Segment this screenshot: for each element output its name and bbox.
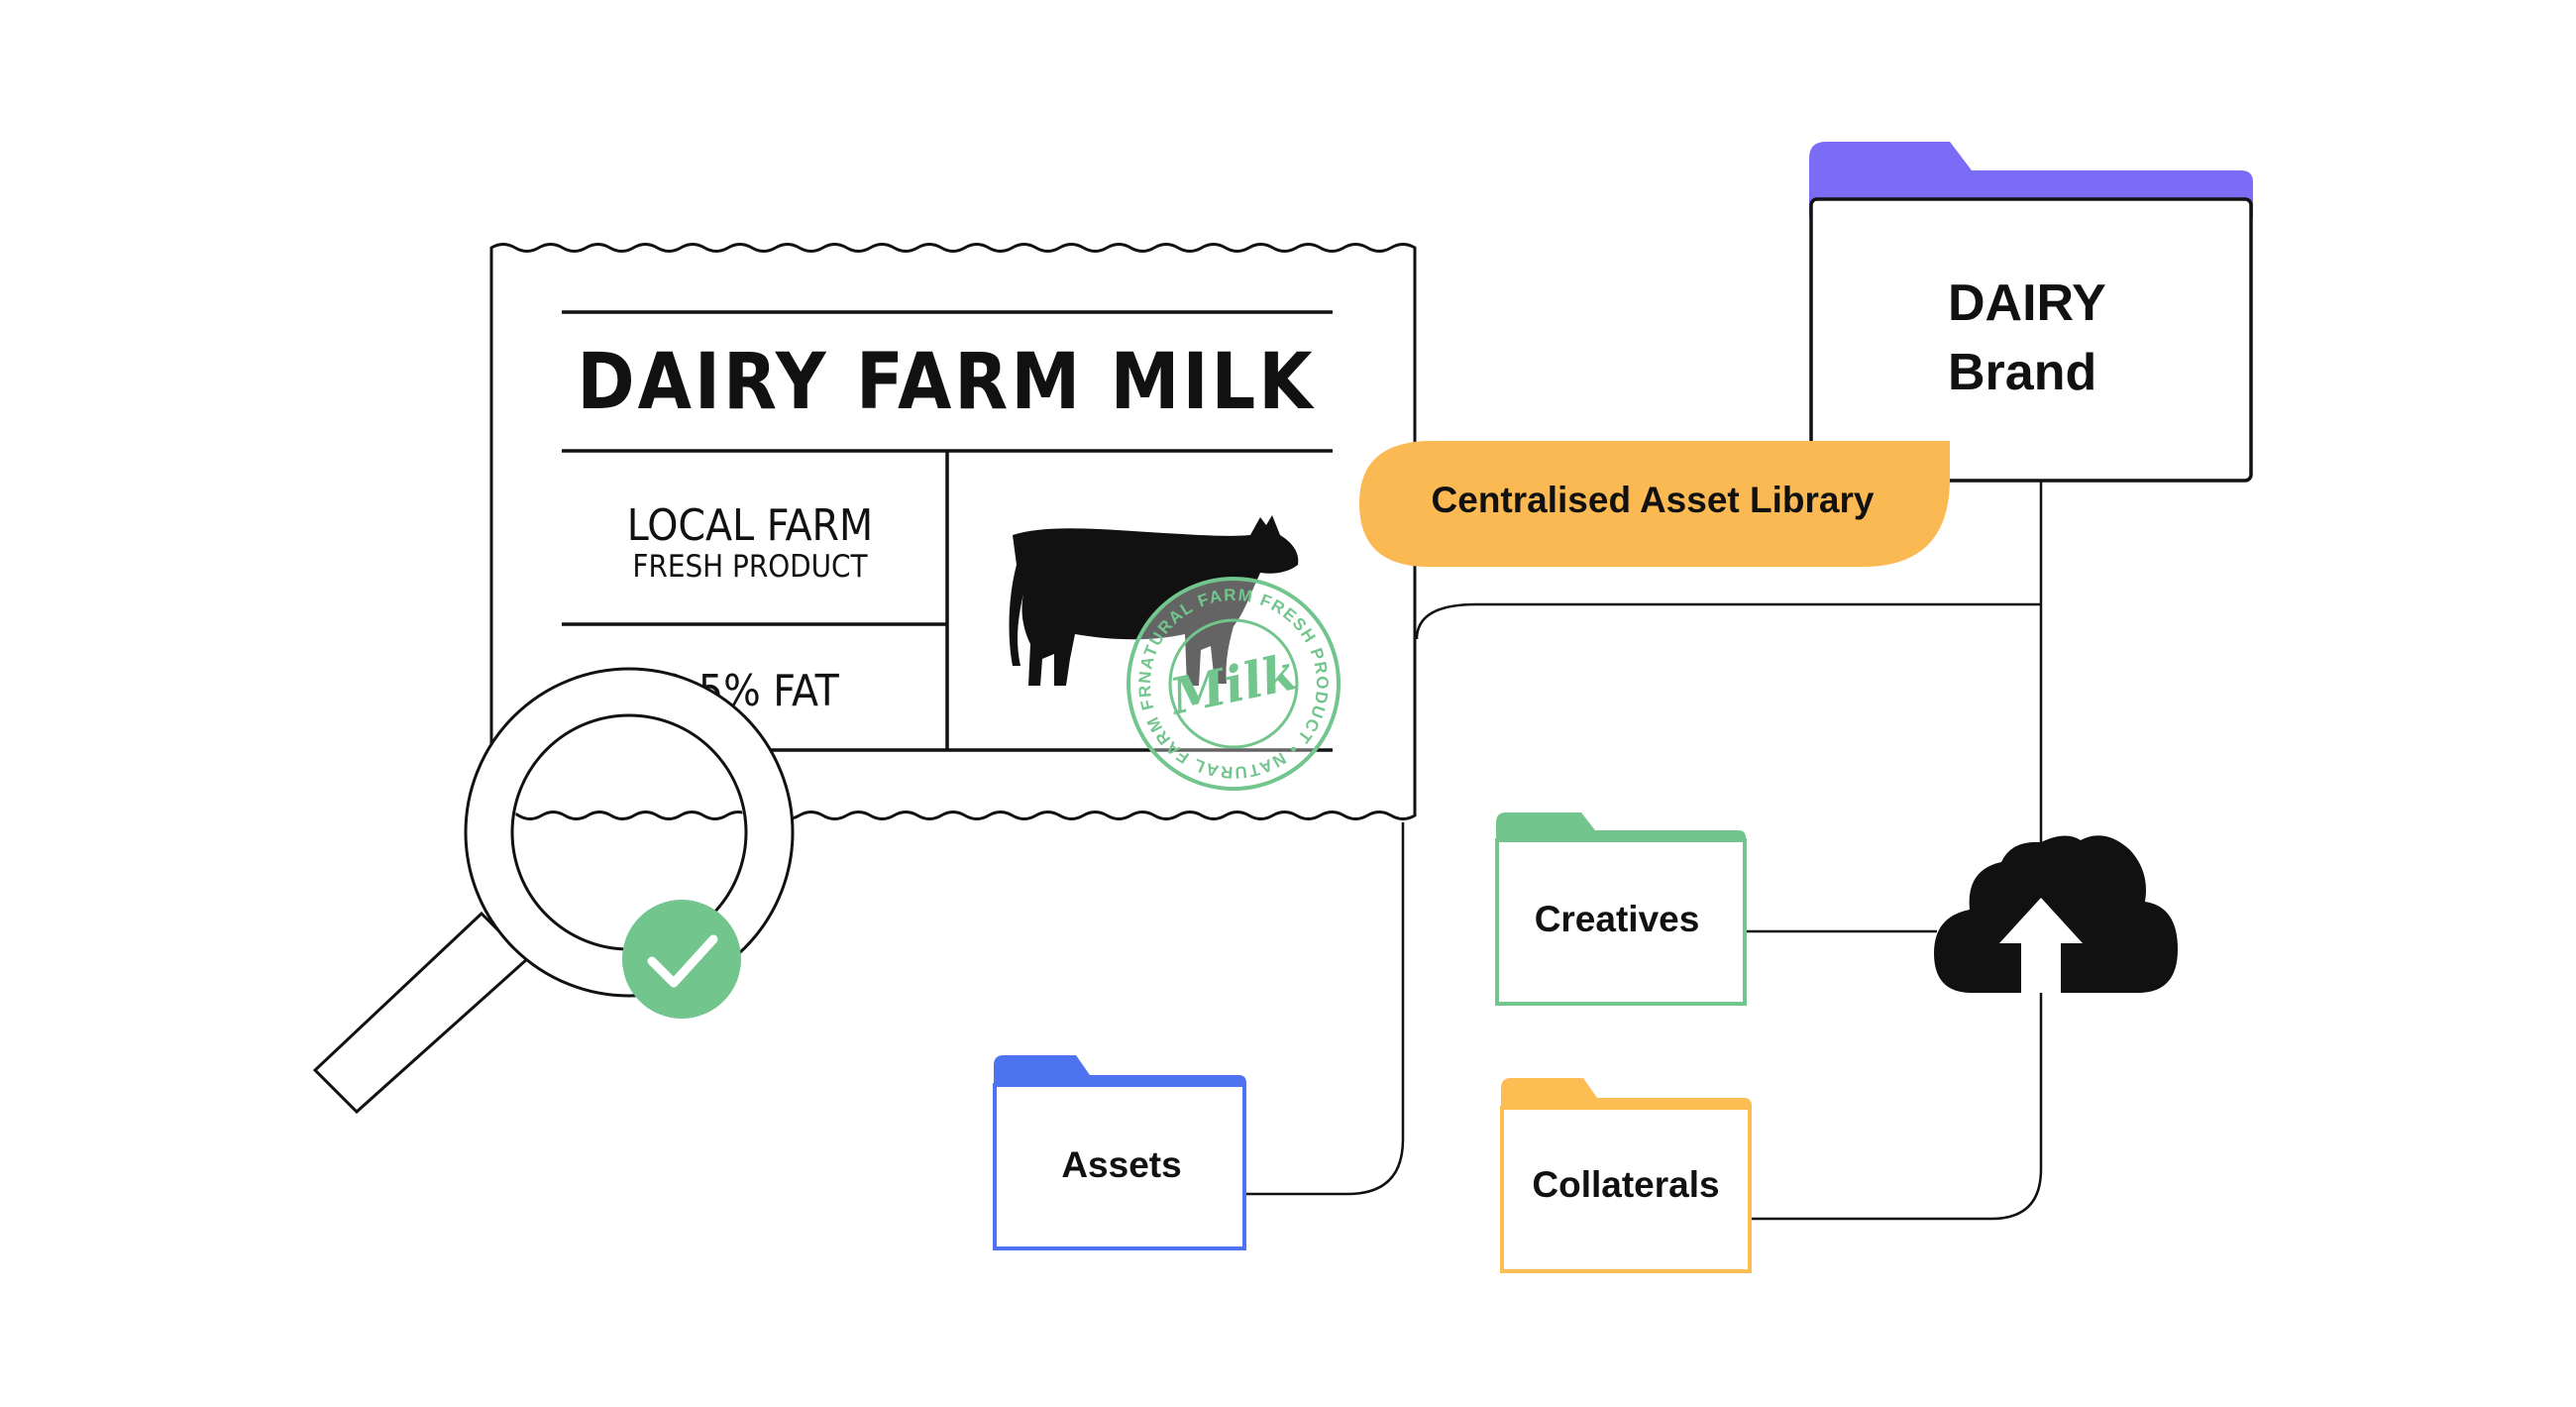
magnifier-handle — [312, 911, 530, 1115]
brand-folder-line1: DAIRY — [1948, 274, 2106, 332]
creatives-folder[interactable]: Creatives — [1495, 812, 1747, 1006]
collaterals-folder-label: Collaterals — [1532, 1164, 1719, 1205]
label-local-farm: LOCAL FARM — [627, 500, 873, 551]
library-pill[interactable]: Centralised Asset Library — [1359, 441, 1950, 567]
creatives-folder-label: Creatives — [1535, 899, 1700, 939]
brand-folder-line2: Brand — [1948, 344, 2096, 401]
library-pill-label: Centralised Asset Library — [1432, 480, 1875, 520]
label-fresh-product: FRESH PRODUCT — [632, 549, 868, 585]
brand-folder-body — [1809, 197, 2253, 483]
connector-label-to-assets — [1246, 822, 1405, 1196]
library-pill-shape — [1359, 441, 1950, 567]
assets-folder[interactable]: Assets — [993, 1055, 1246, 1250]
collaterals-folder-body — [1500, 1106, 1752, 1273]
connector-label-to-brand — [1415, 602, 2041, 640]
assets-folder-label: Assets — [1061, 1144, 1181, 1185]
connector-lines — [1246, 481, 2043, 1221]
connector-cloud-to-collaterals — [1752, 991, 2043, 1221]
cow-icon — [1009, 515, 1299, 686]
label-title: DAIRY FARM MILK — [577, 338, 1315, 427]
label-outline — [489, 243, 1417, 820]
cloud-upload-icon[interactable] — [1934, 835, 2178, 993]
check-icon — [622, 900, 741, 1019]
brand-folder: DAIRY Brand — [1809, 142, 2253, 483]
assets-folder-body — [993, 1083, 1246, 1250]
collaterals-folder[interactable]: Collaterals — [1500, 1078, 1752, 1273]
magnifier-icon — [312, 667, 795, 1115]
creatives-folder-body — [1495, 838, 1747, 1006]
